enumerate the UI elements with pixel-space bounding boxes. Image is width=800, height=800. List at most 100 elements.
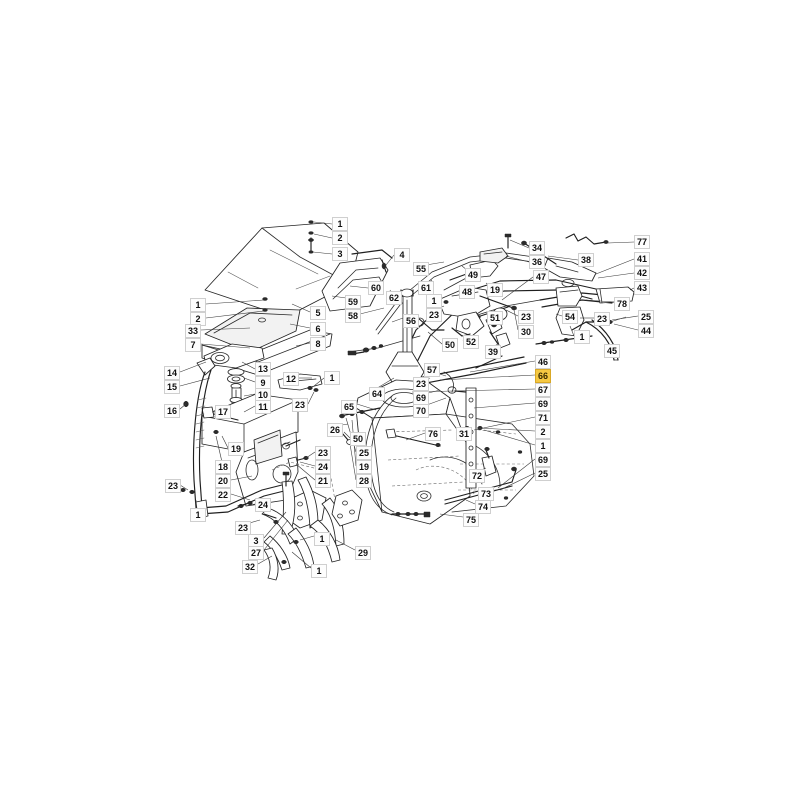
callout-58[interactable]: 58 bbox=[345, 309, 361, 323]
callout-43[interactable]: 43 bbox=[634, 281, 650, 295]
callout-30[interactable]: 30 bbox=[518, 325, 534, 339]
callout-72[interactable]: 72 bbox=[469, 469, 485, 483]
callout-61[interactable]: 61 bbox=[418, 281, 434, 295]
callout-51[interactable]: 51 bbox=[487, 311, 503, 325]
callout-28[interactable]: 28 bbox=[356, 474, 372, 488]
callout-16[interactable]: 16 bbox=[164, 404, 180, 418]
callout-71[interactable]: 71 bbox=[535, 411, 551, 425]
callout-19[interactable]: 19 bbox=[228, 442, 244, 456]
callout-7[interactable]: 7 bbox=[185, 338, 201, 352]
callout-23[interactable]: 23 bbox=[518, 310, 534, 324]
callout-5[interactable]: 5 bbox=[310, 306, 326, 320]
callout-19[interactable]: 19 bbox=[356, 460, 372, 474]
callout-48[interactable]: 48 bbox=[459, 285, 475, 299]
callout-23[interactable]: 23 bbox=[315, 446, 331, 460]
callout-18[interactable]: 18 bbox=[215, 460, 231, 474]
callout-65[interactable]: 65 bbox=[341, 400, 357, 414]
callout-76[interactable]: 76 bbox=[425, 427, 441, 441]
callout-22[interactable]: 22 bbox=[215, 488, 231, 502]
callout-23[interactable]: 23 bbox=[165, 479, 181, 493]
callout-50[interactable]: 50 bbox=[350, 432, 366, 446]
callout-33[interactable]: 33 bbox=[185, 324, 201, 338]
callout-11[interactable]: 11 bbox=[255, 400, 271, 414]
callout-75[interactable]: 75 bbox=[463, 513, 479, 527]
callout-39[interactable]: 39 bbox=[485, 345, 501, 359]
callout-1[interactable]: 1 bbox=[426, 294, 442, 308]
callout-38[interactable]: 38 bbox=[578, 253, 594, 267]
callout-25[interactable]: 25 bbox=[356, 446, 372, 460]
callout-78[interactable]: 78 bbox=[614, 297, 630, 311]
callout-1[interactable]: 1 bbox=[190, 298, 206, 312]
callout-1[interactable]: 1 bbox=[574, 330, 590, 344]
callout-26[interactable]: 26 bbox=[327, 423, 343, 437]
callout-1[interactable]: 1 bbox=[190, 508, 206, 522]
callout-55[interactable]: 55 bbox=[413, 262, 429, 276]
callout-69[interactable]: 69 bbox=[535, 397, 551, 411]
callout-47[interactable]: 47 bbox=[533, 270, 549, 284]
callout-41[interactable]: 41 bbox=[634, 252, 650, 266]
leader-lines bbox=[179, 221, 639, 569]
callout-77[interactable]: 77 bbox=[634, 235, 650, 249]
callout-23[interactable]: 23 bbox=[426, 308, 442, 322]
callout-49[interactable]: 49 bbox=[465, 268, 481, 282]
callout-67[interactable]: 67 bbox=[535, 383, 551, 397]
callout-8[interactable]: 8 bbox=[310, 337, 326, 351]
callout-57[interactable]: 57 bbox=[424, 363, 440, 377]
callout-36[interactable]: 36 bbox=[529, 255, 545, 269]
callout-12[interactable]: 12 bbox=[283, 372, 299, 386]
callout-56[interactable]: 56 bbox=[403, 314, 419, 328]
callout-69[interactable]: 69 bbox=[535, 453, 551, 467]
callout-23[interactable]: 23 bbox=[594, 312, 610, 326]
callout-2[interactable]: 2 bbox=[535, 425, 551, 439]
callout-23[interactable]: 23 bbox=[235, 521, 251, 535]
callout-52[interactable]: 52 bbox=[463, 335, 479, 349]
callout-19[interactable]: 19 bbox=[487, 283, 503, 297]
callout-9[interactable]: 9 bbox=[255, 376, 271, 390]
callout-2[interactable]: 2 bbox=[190, 312, 206, 326]
callout-50[interactable]: 50 bbox=[442, 338, 458, 352]
callout-73[interactable]: 73 bbox=[478, 487, 494, 501]
callout-66[interactable]: 66 bbox=[535, 369, 551, 383]
callout-70[interactable]: 70 bbox=[413, 404, 429, 418]
callout-14[interactable]: 14 bbox=[164, 366, 180, 380]
callout-1[interactable]: 1 bbox=[535, 439, 551, 453]
callout-20[interactable]: 20 bbox=[215, 474, 231, 488]
callout-24[interactable]: 24 bbox=[315, 460, 331, 474]
callout-1[interactable]: 1 bbox=[324, 371, 340, 385]
callout-23[interactable]: 23 bbox=[413, 377, 429, 391]
callout-44[interactable]: 44 bbox=[638, 324, 654, 338]
callout-46[interactable]: 46 bbox=[535, 355, 551, 369]
callout-32[interactable]: 32 bbox=[242, 560, 258, 574]
callout-21[interactable]: 21 bbox=[315, 474, 331, 488]
callout-60[interactable]: 60 bbox=[368, 281, 384, 295]
callout-1[interactable]: 1 bbox=[314, 532, 330, 546]
callout-34[interactable]: 34 bbox=[529, 241, 545, 255]
callout-29[interactable]: 29 bbox=[355, 546, 371, 560]
callout-13[interactable]: 13 bbox=[255, 362, 271, 376]
callout-25[interactable]: 25 bbox=[535, 467, 551, 481]
callout-59[interactable]: 59 bbox=[345, 295, 361, 309]
callout-1[interactable]: 1 bbox=[332, 217, 348, 231]
callout-74[interactable]: 74 bbox=[475, 500, 491, 514]
callout-2[interactable]: 2 bbox=[332, 231, 348, 245]
callout-17[interactable]: 17 bbox=[215, 405, 231, 419]
callout-27[interactable]: 27 bbox=[248, 546, 264, 560]
callout-31[interactable]: 31 bbox=[456, 427, 472, 441]
callout-23[interactable]: 23 bbox=[292, 398, 308, 412]
callout-6[interactable]: 6 bbox=[310, 322, 326, 336]
callout-62[interactable]: 62 bbox=[386, 291, 402, 305]
callout-42[interactable]: 42 bbox=[634, 266, 650, 280]
callout-1[interactable]: 1 bbox=[311, 564, 327, 578]
callout-4[interactable]: 4 bbox=[394, 248, 410, 262]
callout-24[interactable]: 24 bbox=[255, 498, 271, 512]
callout-15[interactable]: 15 bbox=[164, 380, 180, 394]
callout-54[interactable]: 54 bbox=[562, 310, 578, 324]
callout-64[interactable]: 64 bbox=[369, 387, 385, 401]
callout-25[interactable]: 25 bbox=[638, 310, 654, 324]
hood-assembly bbox=[204, 222, 393, 318]
callout-69[interactable]: 69 bbox=[413, 391, 429, 405]
callout-45[interactable]: 45 bbox=[604, 344, 620, 358]
callout-3[interactable]: 3 bbox=[332, 247, 348, 261]
